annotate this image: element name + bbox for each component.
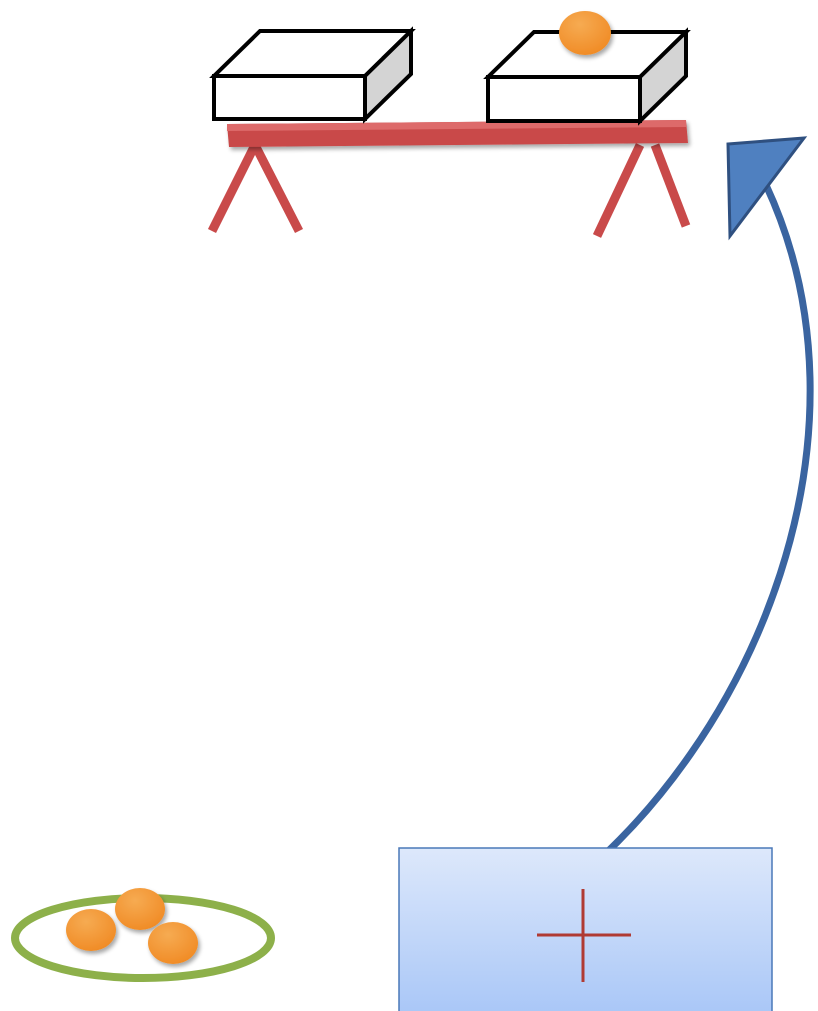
crosshair-icon: [537, 889, 631, 982]
plate-ball-2: [66, 909, 116, 951]
plate-balls: [66, 888, 198, 964]
table-leg-right: [592, 143, 691, 238]
plate-ball-3: [148, 922, 198, 964]
arrow-shaft: [553, 183, 814, 899]
table: [207, 120, 691, 238]
box-left: [209, 26, 416, 124]
box-right: [483, 27, 691, 126]
ball-on-box: [559, 11, 611, 55]
plate-ball-1: [115, 888, 165, 930]
arrow-head: [726, 136, 808, 241]
move-arrow: [553, 136, 814, 899]
table-leg-left: [207, 142, 304, 234]
start-panel: [398, 847, 773, 1011]
table-top: [227, 120, 688, 147]
